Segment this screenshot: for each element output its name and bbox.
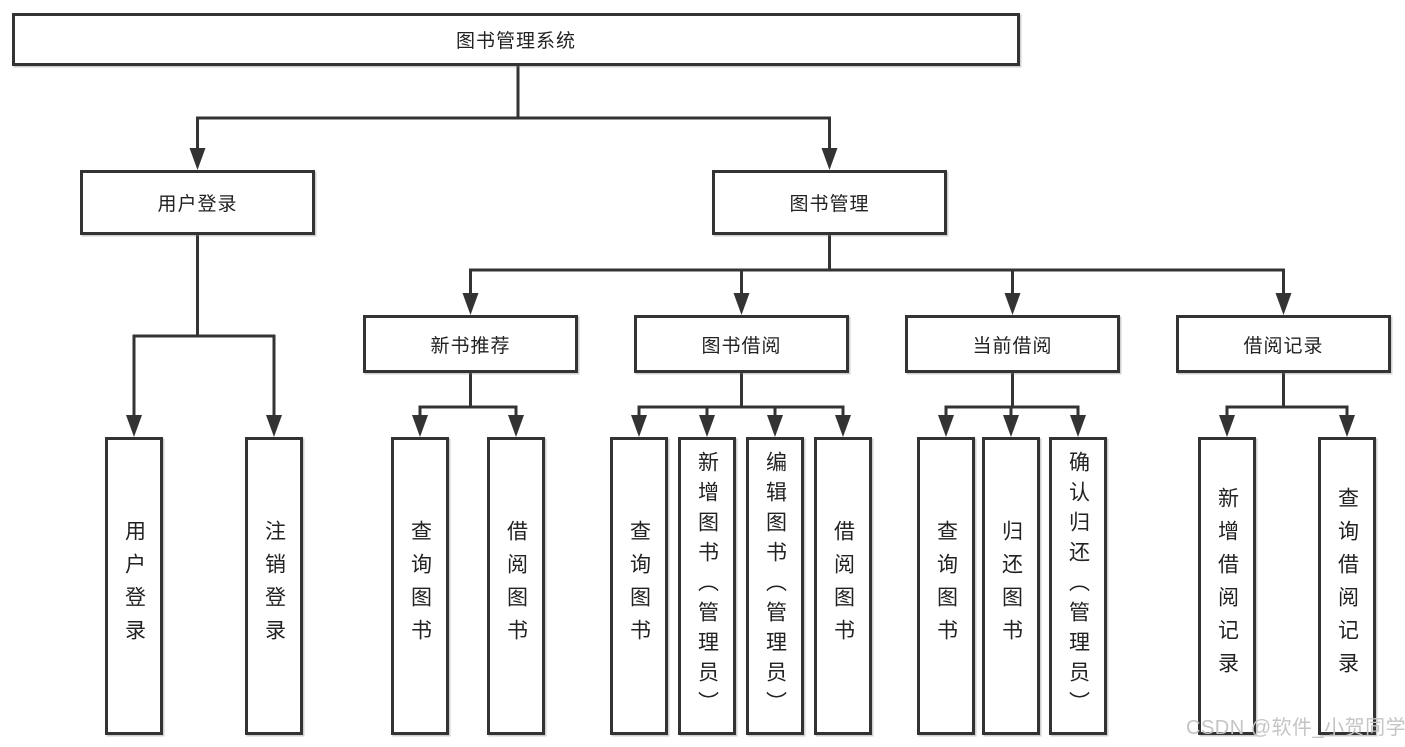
- node-logout-leaf: 注销登录: [245, 437, 303, 735]
- node-bb-edit-leaf: 编辑图书（管理员）: [746, 437, 804, 735]
- arrowheads-borrowrecords-leaves: [1219, 415, 1355, 437]
- node-br-add-leaf-label: 新增借阅记录: [1215, 487, 1239, 685]
- node-book-mgmt-label: 图书管理: [789, 194, 870, 215]
- node-book-mgmt: 图书管理: [712, 170, 947, 235]
- csdn-watermark: CSDN @软件_小贺同学: [1186, 717, 1405, 739]
- node-borrow-records: 借阅记录: [1176, 315, 1391, 373]
- arrowheads-level2: [189, 148, 838, 170]
- node-br-query-leaf-label: 查询借阅记录: [1335, 487, 1359, 685]
- node-bb-add-leaf-label: 新增图书（管理员）: [695, 451, 719, 721]
- node-cb-query-leaf-label: 查询图书: [934, 520, 958, 652]
- node-user-login-label: 用户登录: [157, 194, 238, 215]
- node-login-leaf-label: 用户登录: [122, 520, 146, 652]
- node-bb-edit-leaf-label: 编辑图书（管理员）: [763, 451, 787, 721]
- arrowheads-level3: [462, 293, 1292, 315]
- node-current-borrow: 当前借阅: [905, 315, 1120, 373]
- node-cb-query-leaf: 查询图书: [917, 437, 975, 735]
- node-nb-query-leaf-label: 查询图书: [408, 520, 432, 652]
- node-cb-confirm-leaf-label: 确认归还（管理员）: [1066, 451, 1090, 721]
- node-nb-borrow-leaf-label: 借阅图书: [504, 520, 528, 652]
- node-br-add-leaf: 新增借阅记录: [1198, 437, 1256, 735]
- node-nb-borrow-leaf: 借阅图书: [487, 437, 545, 735]
- node-logout-leaf-label: 注销登录: [262, 520, 286, 652]
- arrowheads-currentborrow-leaves: [938, 415, 1086, 437]
- connector-bookborrow-to-leaves: [637, 373, 845, 417]
- node-cb-return-leaf: 归还图书: [982, 437, 1040, 735]
- node-login-leaf: 用户登录: [105, 437, 163, 735]
- connector-currentborrow-to-leaves: [944, 373, 1080, 417]
- node-new-books: 新书推荐: [363, 315, 578, 373]
- node-bb-add-leaf: 新增图书（管理员）: [678, 437, 736, 735]
- node-bb-query-leaf-label: 查询图书: [627, 520, 651, 652]
- node-nb-query-leaf: 查询图书: [391, 437, 449, 735]
- node-new-books-label: 新书推荐: [430, 335, 511, 357]
- node-borrow-records-label: 借阅记录: [1243, 335, 1324, 357]
- node-book-borrow: 图书借阅: [634, 315, 849, 373]
- node-cb-confirm-leaf: 确认归还（管理员）: [1049, 437, 1107, 735]
- node-br-query-leaf: 查询借阅记录: [1318, 437, 1376, 735]
- node-cb-return-leaf-label: 归还图书: [999, 520, 1023, 652]
- arrowheads-bookborrow-leaves: [631, 415, 851, 437]
- node-root-label: 图书管理系统: [455, 31, 576, 52]
- connector-borrowrecords-to-leaves: [1225, 373, 1349, 417]
- node-root: 图书管理系统: [12, 13, 1020, 66]
- node-bb-borrow-leaf: 借阅图书: [814, 437, 872, 735]
- connector-newbooks-to-leaves: [418, 373, 518, 417]
- node-current-borrow-label: 当前借阅: [972, 335, 1053, 357]
- node-book-borrow-label: 图书借阅: [701, 335, 782, 357]
- arrowheads-userlogin-leaves: [126, 415, 282, 437]
- node-user-login: 用户登录: [80, 170, 315, 235]
- connector-root-to-level2: [196, 66, 831, 150]
- connector-userlogin-to-leaves: [132, 235, 276, 417]
- arrowheads-newbooks-leaves: [412, 415, 524, 437]
- node-bb-borrow-leaf-label: 借阅图书: [831, 520, 855, 652]
- connector-bookmgmt-to-level3: [469, 235, 1285, 295]
- node-bb-query-leaf: 查询图书: [610, 437, 668, 735]
